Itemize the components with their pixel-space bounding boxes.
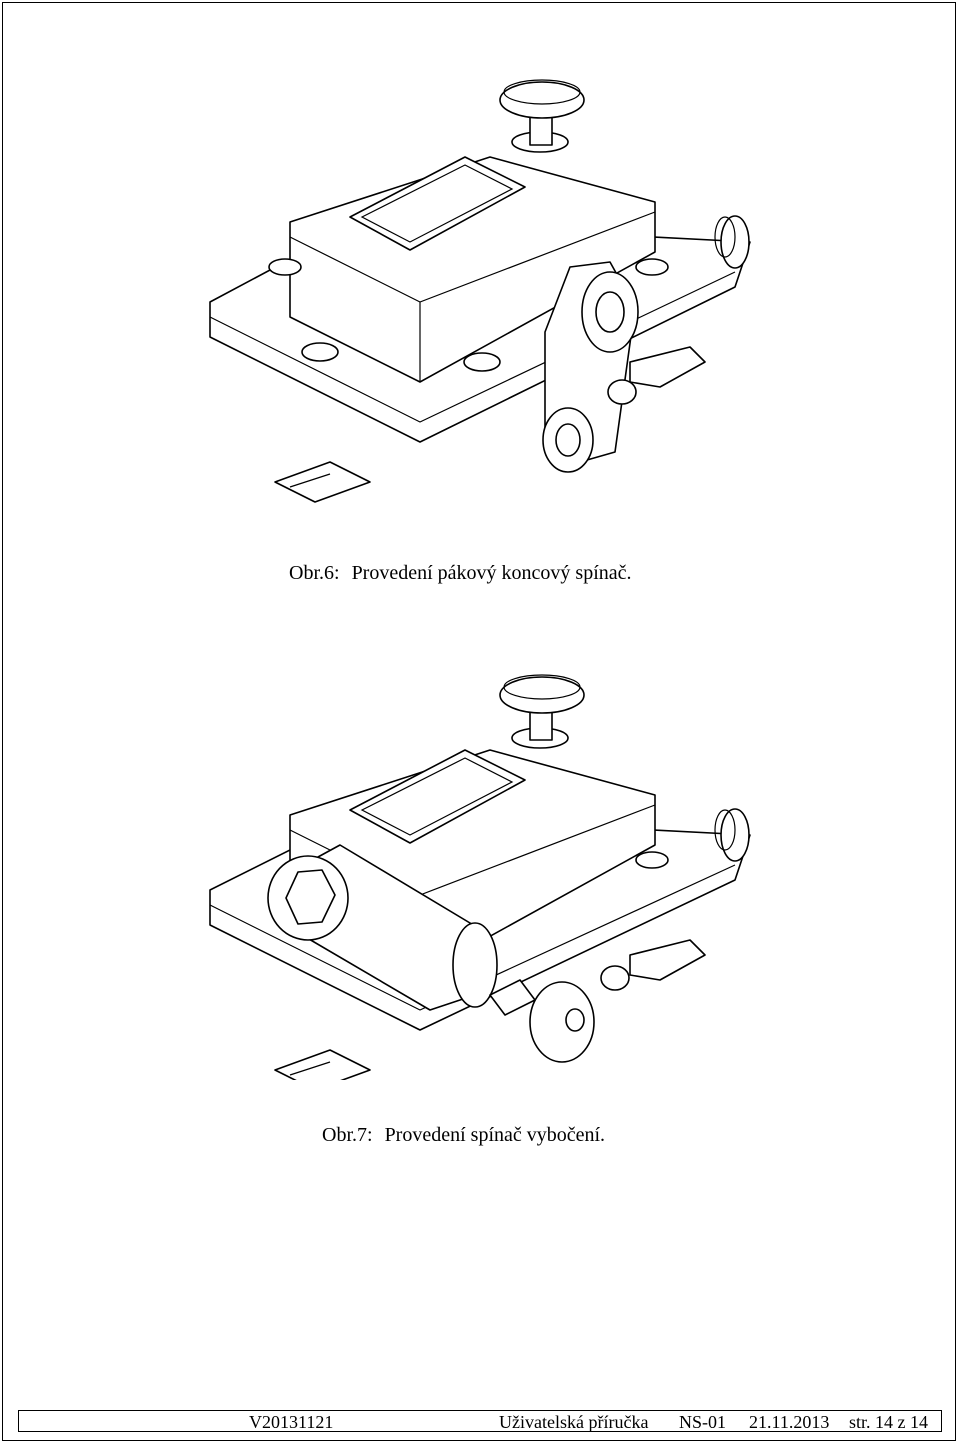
footer-version: V20131121 bbox=[249, 1412, 334, 1432]
screw bbox=[268, 258, 302, 276]
screw bbox=[635, 851, 669, 869]
footer-title: Uživatelská příručka bbox=[499, 1412, 649, 1432]
screw bbox=[301, 342, 339, 362]
screw bbox=[463, 352, 501, 372]
figure-misalignment-switch bbox=[190, 660, 780, 1080]
roller bbox=[529, 981, 595, 1063]
hex-nut bbox=[285, 869, 336, 925]
lever-switch-drawing bbox=[209, 79, 751, 503]
figure-6-label: Obr.6: bbox=[289, 562, 340, 584]
figure-7-caption: Obr.7: Provedení spínač vybočení. bbox=[322, 1124, 605, 1147]
footer-page-number: str. 14 z 14 bbox=[849, 1412, 928, 1432]
figure-6-caption: Obr.6: Provedení pákový koncový spínač. bbox=[289, 562, 632, 585]
page-footer: V20131121 Uživatelská příručka NS-01 21.… bbox=[18, 1410, 942, 1432]
button-stem bbox=[529, 711, 553, 741]
button-cap bbox=[499, 81, 585, 119]
mount-tab bbox=[274, 461, 371, 503]
screw bbox=[635, 258, 669, 276]
figure-7-text: Provedení spínač vybočení. bbox=[384, 1124, 606, 1146]
footer-model: NS-01 bbox=[679, 1412, 727, 1432]
latch bbox=[629, 346, 706, 388]
misalignment-switch-drawing bbox=[209, 674, 751, 1080]
figure-lever-limit-switch bbox=[190, 62, 780, 512]
figure-6-text: Provedení pákový koncový spínač. bbox=[351, 562, 632, 584]
footer-date: 21.11.2013 bbox=[749, 1412, 830, 1432]
label-window bbox=[349, 749, 526, 844]
latch bbox=[629, 939, 706, 981]
button-cap bbox=[499, 676, 585, 714]
button-stem bbox=[529, 116, 553, 146]
figure-7-label: Obr.7: bbox=[322, 1124, 373, 1146]
label-window bbox=[349, 156, 526, 251]
